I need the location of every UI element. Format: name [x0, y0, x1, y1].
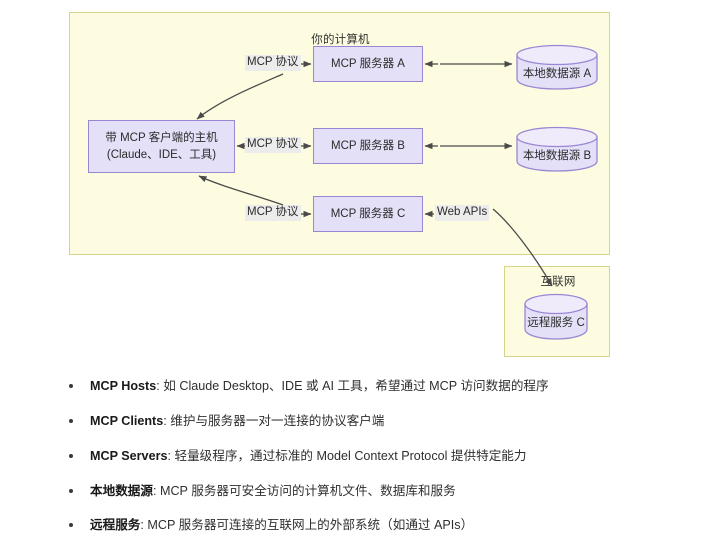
legend-separator: :	[163, 413, 171, 428]
node-host-with-mcp-client[interactable]: 带 MCP 客户端的主机 (Claude、IDE、工具)	[88, 120, 235, 173]
host-node-line1: 带 MCP 客户端的主机	[105, 131, 218, 144]
legend-term: 本地数据源	[90, 483, 153, 498]
edge-label-protocol-c: MCP 协议	[245, 205, 301, 221]
legend-description: MCP 服务器可安全访问的计算机文件、数据库和服务	[159, 483, 456, 498]
edge-label-web-apis: Web APIs	[435, 205, 490, 221]
arrow-host-server-c	[198, 175, 284, 206]
list-item: MCP Servers: 轻量级程序，通过标准的 Model Context P…	[62, 448, 682, 464]
node-mcp-server-c[interactable]: MCP 服务器 C	[313, 196, 423, 232]
legend-term: MCP Servers	[90, 448, 168, 463]
datasource-a-label: 本地数据源 A	[522, 68, 592, 80]
list-item: MCP Clients: 维护与服务器一对一连接的协议客户端	[62, 413, 682, 429]
node-mcp-server-a[interactable]: MCP 服务器 A	[313, 46, 423, 82]
legend-separator: :	[140, 518, 148, 533]
legend-list: MCP Hosts: 如 Claude Desktop、IDE 或 AI 工具，…	[62, 378, 682, 552]
internet-group: 互联网	[504, 266, 610, 357]
node-remote-service-c[interactable]: 远程服务 C	[524, 293, 588, 341]
legend-description: MCP 服务器可连接的互联网上的外部系统（如通过 APIs）	[147, 518, 474, 533]
datasource-b-label: 本地数据源 B	[522, 150, 592, 162]
node-local-datasource-a[interactable]: 本地数据源 A	[516, 44, 598, 90]
server-b-label: MCP 服务器 B	[331, 139, 405, 152]
remote-service-label: 远程服务 C	[527, 317, 585, 329]
list-item: 本地数据源: MCP 服务器可安全访问的计算机文件、数据库和服务	[62, 483, 682, 499]
server-c-label: MCP 服务器 C	[330, 207, 406, 220]
host-node-line2: (Claude、IDE、工具)	[106, 148, 217, 161]
server-a-label: MCP 服务器 A	[331, 57, 405, 70]
edge-label-protocol-b: MCP 协议	[245, 137, 301, 153]
legend-description: 轻量级程序，通过标准的 Model Context Protocol 提供特定能…	[174, 448, 527, 463]
arrow-host-server-a	[196, 73, 284, 120]
node-local-datasource-b[interactable]: 本地数据源 B	[516, 126, 598, 172]
legend-term: 远程服务	[90, 518, 141, 533]
legend-description: 维护与服务器一对一连接的协议客户端	[170, 413, 385, 428]
legend-separator: :	[156, 379, 164, 393]
legend-description: 如 Claude Desktop、IDE 或 AI 工具，希望通过 MCP 访问…	[163, 379, 549, 393]
node-mcp-server-b[interactable]: MCP 服务器 B	[313, 128, 423, 164]
edge-label-protocol-a: MCP 协议	[245, 55, 301, 71]
cylinder-icon	[516, 44, 598, 90]
legend-term: MCP Hosts	[90, 379, 157, 393]
mcp-architecture-diagram: 你的计算机 互联网	[69, 12, 610, 357]
cylinder-icon	[516, 126, 598, 172]
legend-separator: :	[167, 448, 175, 463]
list-item: MCP Hosts: 如 Claude Desktop、IDE 或 AI 工具，…	[62, 378, 682, 394]
legend-separator: :	[152, 483, 160, 498]
cylinder-icon	[524, 293, 588, 340]
legend-term: MCP Clients	[90, 413, 164, 428]
list-item: 远程服务: MCP 服务器可连接的互联网上的外部系统（如通过 APIs）	[62, 517, 682, 533]
arrow-webapis-remote-service	[492, 208, 553, 287]
host-machine-title: 你的计算机	[311, 34, 370, 46]
arrow-layer	[196, 60, 553, 287]
